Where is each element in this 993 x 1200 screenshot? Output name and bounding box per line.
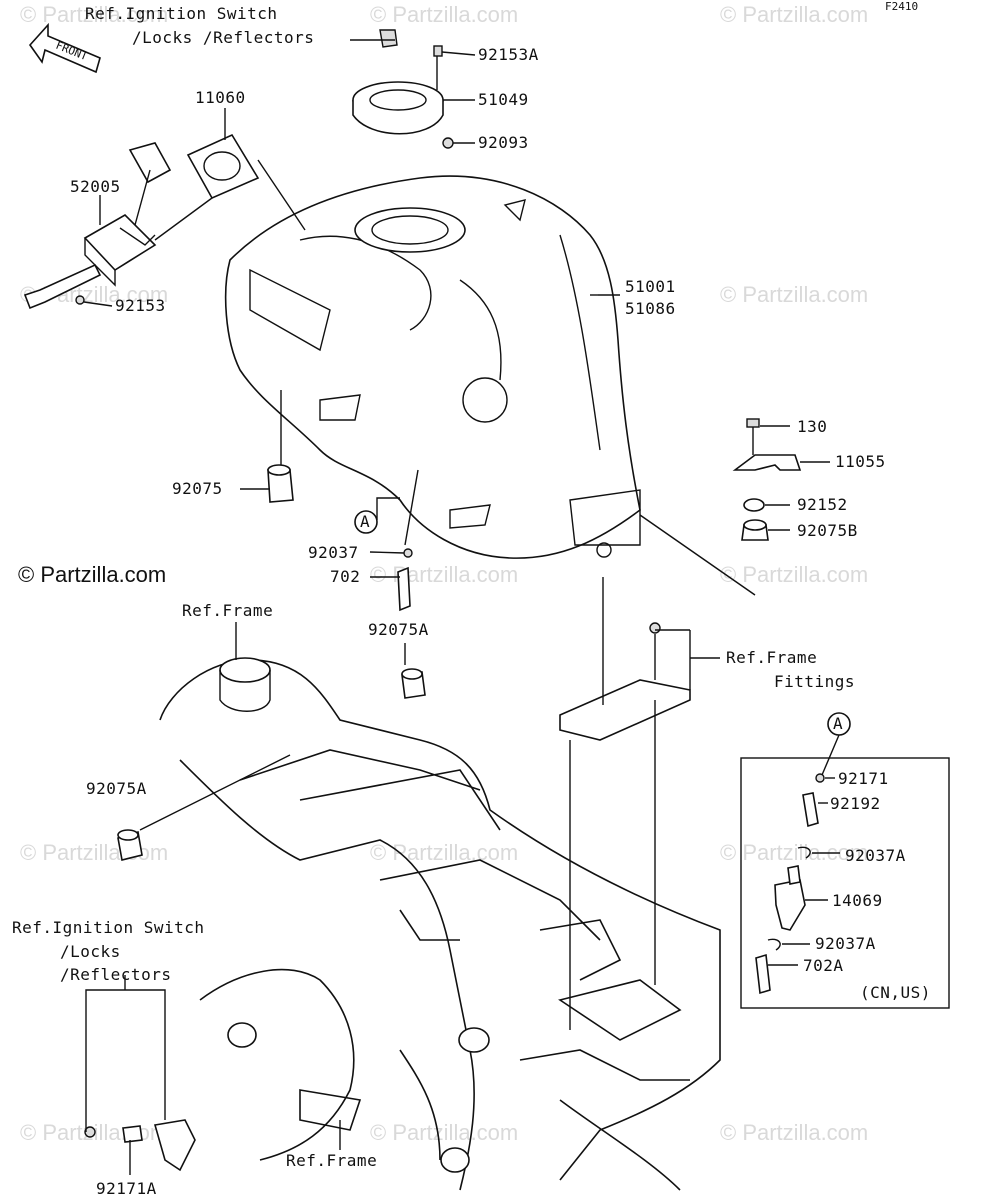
watermark: © Partzilla.com	[720, 840, 868, 865]
gasket-11060	[186, 133, 260, 200]
part-702: 702	[330, 567, 360, 586]
damper-92075a-upper	[401, 643, 426, 699]
part-11055: 11055	[835, 452, 886, 471]
watermark: © Partzilla.com	[370, 2, 518, 27]
watermark: © Partzilla.com	[370, 562, 518, 587]
filler-cap-assembly	[352, 29, 454, 149]
watermark: © Partzilla.com	[370, 1120, 518, 1145]
ref-frame-fittings-line1: Ref.Frame	[726, 648, 817, 667]
watermark: © Partzilla.com	[720, 2, 868, 27]
fuel-tank	[224, 175, 641, 559]
figure-code: F2410	[885, 0, 918, 13]
frame	[159, 657, 721, 1191]
part-92093: 92093	[478, 133, 529, 152]
cn-us-inset: A	[740, 712, 950, 1009]
inset-border	[740, 757, 950, 1009]
part-51001: 51001	[625, 277, 676, 296]
ref-frame-fittings-line2: Fittings	[774, 672, 855, 691]
part-92153: 92153	[115, 296, 166, 315]
cn-us-note: (CN,US)	[860, 983, 931, 1002]
callout-labels: F2410 Ref.Ignition Switch /Locks /Reflec…	[12, 0, 931, 1198]
hose-702	[397, 469, 419, 612]
right-bracket-parts	[732, 418, 802, 541]
copyright: © Partzilla.com	[18, 562, 166, 587]
part-92075b: 92075B	[797, 521, 858, 540]
watermark: © Partzilla.com	[20, 840, 168, 865]
watermark: © Partzilla.com	[720, 562, 868, 587]
front-arrow-icon: FRONT	[28, 22, 101, 74]
part-52005: 52005	[70, 177, 121, 196]
part-51086: 51086	[625, 299, 676, 318]
part-92192: 92192	[830, 794, 881, 813]
part-702a: 702A	[803, 956, 844, 975]
inset-marker-a: A	[833, 714, 843, 733]
part-92153a: 92153A	[478, 45, 539, 64]
part-130: 130	[797, 417, 827, 436]
watermark: © Partzilla.com	[720, 282, 868, 307]
ref-ignition-bottom-line1: Ref.Ignition Switch	[12, 918, 205, 937]
ref-ignition-top-line1: Ref.Ignition Switch	[85, 4, 278, 23]
part-92075: 92075	[172, 479, 223, 498]
watermark: © Partzilla.com	[20, 2, 168, 27]
part-92171: 92171	[838, 769, 889, 788]
part-92075a-lower: 92075A	[86, 779, 147, 798]
ref-frame-top: Ref.Frame	[182, 601, 273, 620]
ref-ignition-bottom-line2: /Locks	[60, 942, 121, 961]
part-14069: 14069	[832, 891, 883, 910]
part-92075a-upper: 92075A	[368, 620, 429, 639]
ignition-switch-bracket	[84, 975, 196, 1172]
leader-lines	[83, 39, 840, 1175]
part-92171a: 92171A	[96, 1179, 157, 1198]
part-92037a-upper: 92037A	[845, 846, 906, 865]
part-92037a-lower: 92037A	[815, 934, 876, 953]
watermark: © Partzilla.com	[720, 1120, 868, 1145]
part-92152: 92152	[797, 495, 848, 514]
fuel-pump-52005	[23, 142, 172, 310]
damper-92075a-lower	[117, 754, 291, 861]
ref-ignition-bottom-line3: /Reflectors	[60, 965, 171, 984]
damper-92075	[267, 390, 294, 503]
reference-marker-a: A	[354, 497, 400, 534]
ref-frame-bottom: Ref.Frame	[286, 1151, 377, 1170]
part-11060: 11060	[195, 88, 246, 107]
svg-text:A: A	[360, 512, 370, 531]
frame-fitting-bracket	[559, 577, 691, 1030]
part-92037: 92037	[308, 543, 359, 562]
part-51049: 51049	[478, 90, 529, 109]
watermark: © Partzilla.com	[370, 840, 518, 865]
ref-ignition-top-line2: /Locks /Reflectors	[132, 28, 314, 47]
